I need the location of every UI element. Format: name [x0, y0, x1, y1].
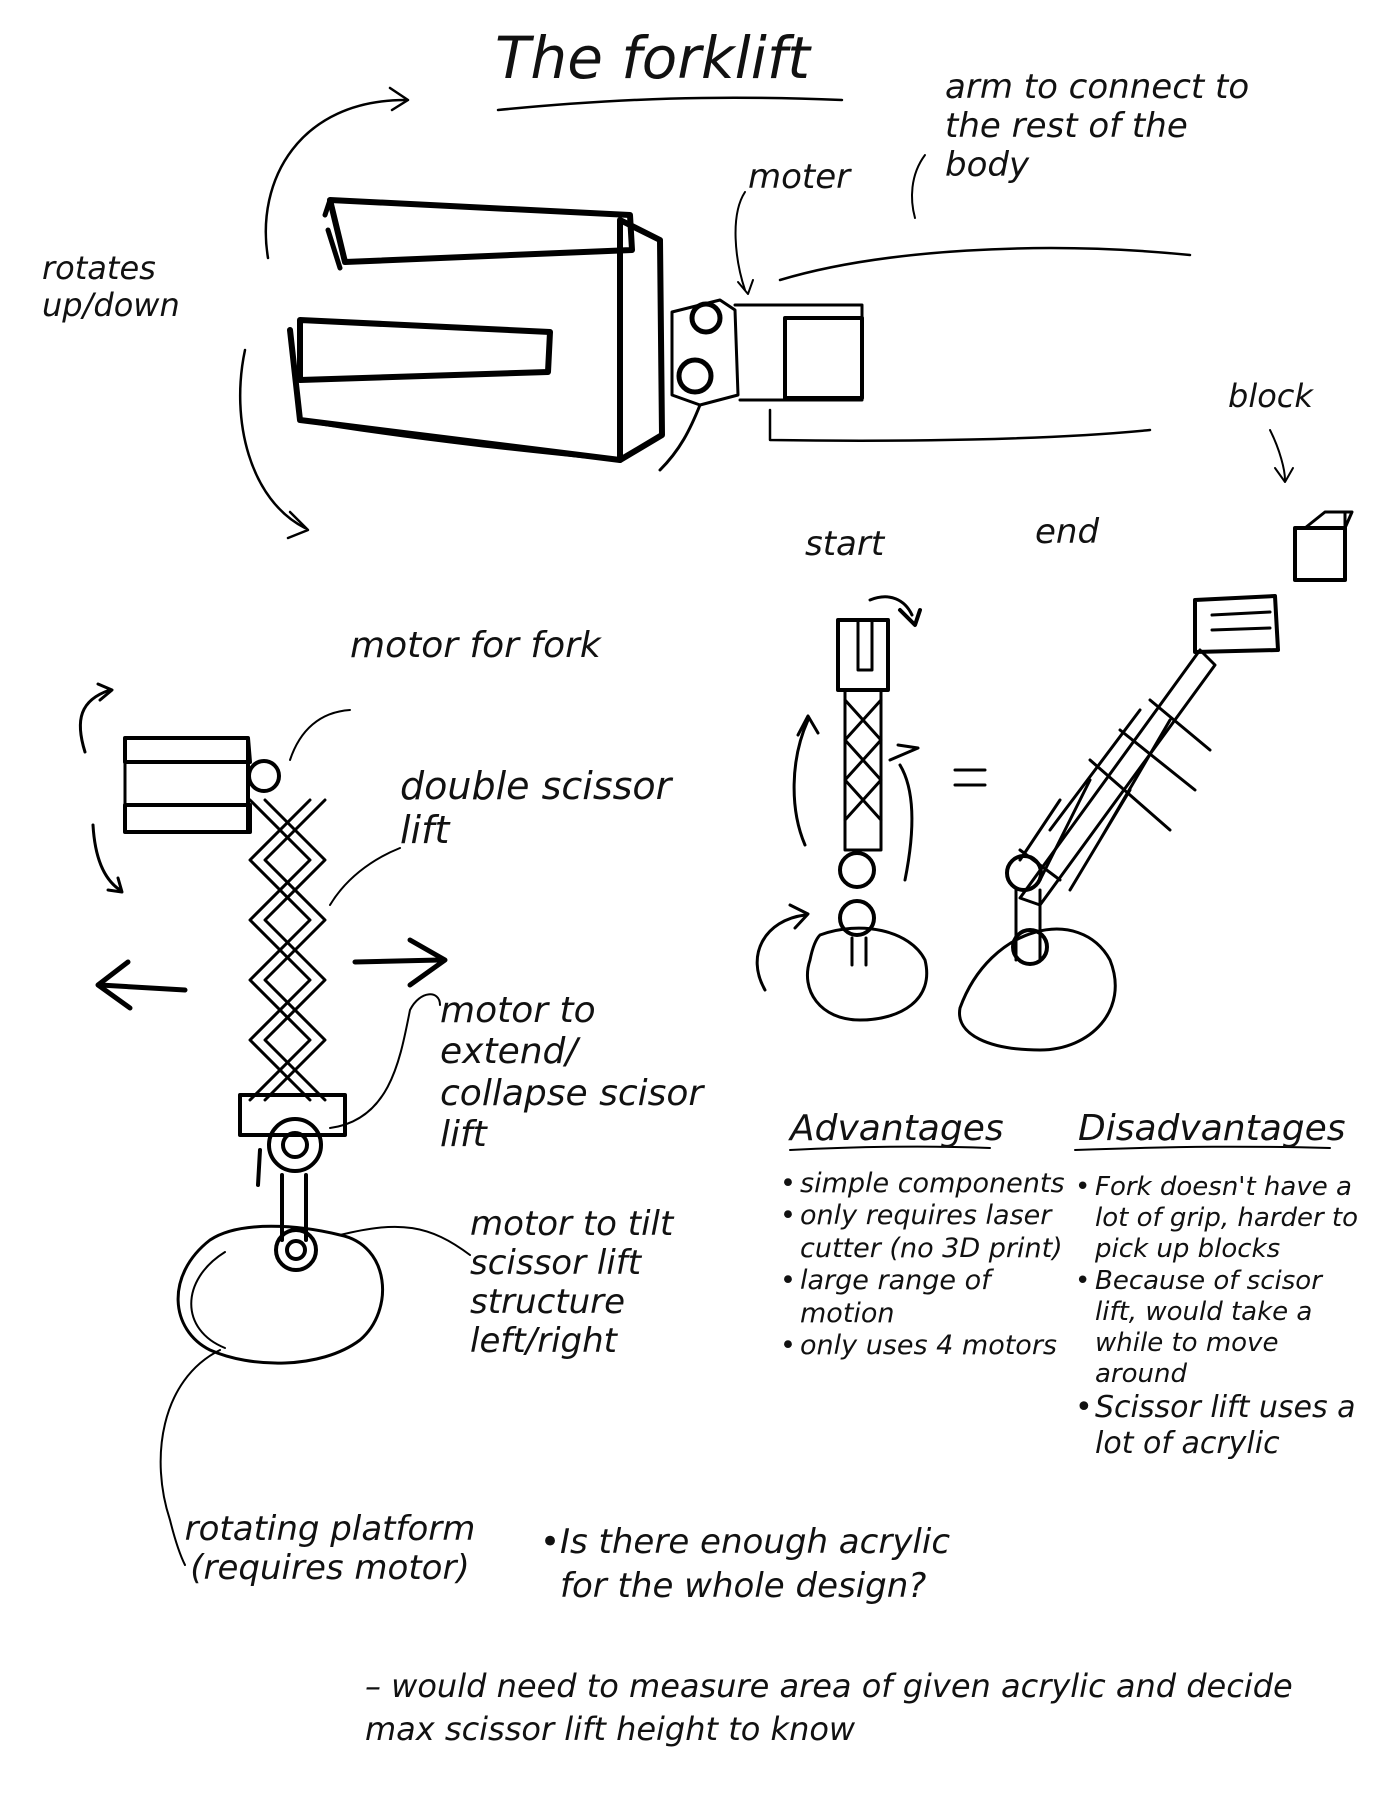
- start-label: start: [805, 524, 885, 564]
- page-title: The forklift: [495, 24, 811, 92]
- motor-tilt-label: motor to tilt scissor lift structure lef…: [470, 1204, 674, 1362]
- scissor-lift-label: double scissor lift: [400, 764, 672, 852]
- question-answer: – would need to measure area of given ac…: [365, 1667, 1293, 1749]
- block-icon: [1293, 526, 1347, 582]
- motor-label: moter: [748, 157, 851, 197]
- side-pointers: [159, 709, 471, 1566]
- end-drawing: [958, 594, 1280, 1052]
- disadvantages-list: Fork doesn't have a lot of grip, harder …: [1075, 1172, 1365, 1462]
- advantage-item: large range of motion: [780, 1265, 1070, 1330]
- motor-fork-label: motor for fork: [350, 625, 601, 666]
- scissor-lift: [248, 798, 327, 1102]
- rotate-arrows: [238, 86, 410, 540]
- rotates-label: rotates up/down: [42, 249, 180, 324]
- base-assembly: [176, 1093, 384, 1365]
- question-text: Is there enough acrylic for the whole de…: [540, 1520, 1000, 1608]
- advantages-heading: Advantages: [790, 1108, 1004, 1149]
- advantages-underline: [789, 1145, 991, 1151]
- equals-sign: [953, 768, 987, 787]
- side-fork-drawing: [78, 682, 281, 894]
- disadvantage-item: Because of scisor lift, would take a whi…: [1075, 1266, 1365, 1391]
- disadvantages-underline: [1074, 1145, 1331, 1151]
- start-drawing: [755, 595, 929, 1022]
- side-arrows: [95, 937, 448, 1011]
- end-label: end: [1035, 512, 1100, 552]
- platform-label: rotating platform (requires motor): [184, 1509, 476, 1589]
- advantage-item: only uses 4 motors: [780, 1330, 1070, 1363]
- block-label: block: [1228, 377, 1313, 415]
- top-fork-drawing: [287, 197, 1192, 472]
- motor-pointer: [734, 191, 746, 291]
- motor-extend-label: motor to extend/ collapse scisor lift: [440, 990, 704, 1156]
- advantages-list: simple components only requires laser cu…: [780, 1168, 1070, 1363]
- question-list: Is there enough acrylic for the whole de…: [540, 1520, 1000, 1608]
- advantage-item: only requires laser cutter (no 3D print): [780, 1200, 1070, 1265]
- disadvantage-item: Scissor lift uses a lot of acrylic: [1075, 1390, 1365, 1462]
- title-underline: [496, 96, 844, 112]
- arm-label: arm to connect to the rest of the body: [945, 67, 1250, 186]
- advantage-item: simple components: [780, 1168, 1070, 1201]
- block-arrow: [1269, 429, 1286, 481]
- disadvantages-heading: Disadvantages: [1078, 1108, 1346, 1149]
- disadvantage-item: Fork doesn't have a lot of grip, harder …: [1075, 1172, 1365, 1266]
